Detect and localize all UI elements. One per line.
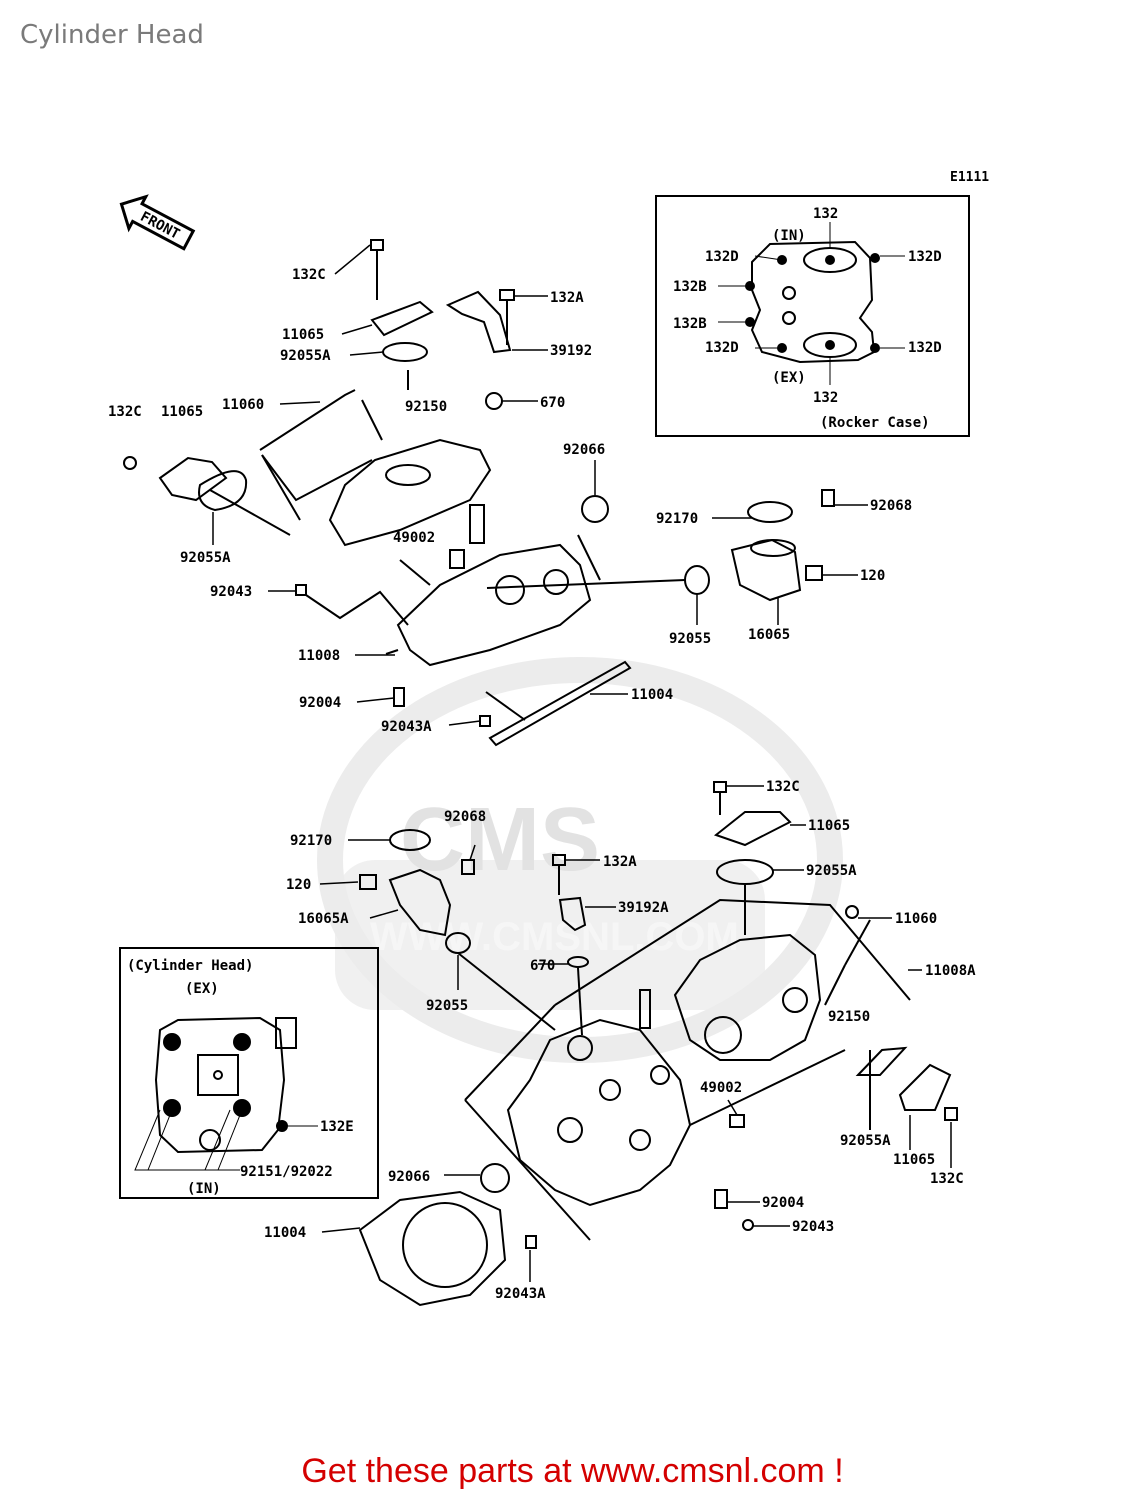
callout-132a-a: 132A xyxy=(550,290,584,306)
page-title: Cylinder Head xyxy=(20,20,204,50)
callout-92055a-a: 92055A xyxy=(280,348,331,364)
callout-92043a-a: 92043A xyxy=(381,719,432,735)
callout-670-b: 670 xyxy=(530,958,555,974)
callout-132c-d: 132C xyxy=(930,1171,964,1187)
callout-120-a: 120 xyxy=(860,568,885,584)
callout-11065-d: 11065 xyxy=(893,1152,935,1168)
callout-11065-b: 11065 xyxy=(161,404,203,420)
callout-49002-a: 49002 xyxy=(393,530,435,546)
callout-670-a: 670 xyxy=(540,395,565,411)
callout-132d-3: 132D xyxy=(705,340,739,356)
callout-92150-b: 92150 xyxy=(828,1009,870,1025)
callout-92066-b: 92066 xyxy=(388,1169,430,1185)
callout-11065-a: 11065 xyxy=(282,327,324,343)
callout-49002-b: 49002 xyxy=(700,1080,742,1096)
upper-callouts: 132C 132A 11065 39192 92055A 11060 92150… xyxy=(108,267,912,735)
diagram-code: E1111 xyxy=(950,170,989,185)
callout-92151-92022: 92151/92022 xyxy=(240,1164,333,1180)
callout-11004-b: 11004 xyxy=(264,1225,306,1241)
rocker-case-caption: (Rocker Case) xyxy=(820,415,930,431)
callout-39192a: 39192A xyxy=(618,900,669,916)
callout-92170-a: 92170 xyxy=(656,511,698,527)
callout-92170-b: 92170 xyxy=(290,833,332,849)
callout-16065: 16065 xyxy=(748,627,790,643)
callout-92004-a: 92004 xyxy=(299,695,341,711)
upper-assembly xyxy=(123,239,835,747)
rocker-case-inset: 132 (IN) 132D 132D 132B 132B 132D 132D (… xyxy=(655,195,970,437)
callout-92055a-b: 92055A xyxy=(180,550,231,566)
callout-92043-a: 92043 xyxy=(210,584,252,600)
cylinder-head-ex-label: (EX) xyxy=(185,981,219,997)
callout-11008: 11008 xyxy=(298,648,340,664)
callout-92068-a: 92068 xyxy=(870,498,912,514)
callout-132-bottom: 132 xyxy=(813,390,838,406)
callout-132b-1: 132B xyxy=(673,279,707,295)
lower-assembly xyxy=(358,781,958,1307)
callout-92004-b: 92004 xyxy=(762,1195,804,1211)
callout-132c-c: 132C xyxy=(766,779,800,795)
cylinder-head-caption: (Cylinder Head) xyxy=(127,958,253,974)
callout-39192: 39192 xyxy=(550,343,592,359)
rocker-in-label: (IN) xyxy=(772,228,806,244)
watermark-url: WWW.CMSNL.COM xyxy=(370,915,739,959)
callout-92055a-c: 92055A xyxy=(806,863,857,879)
callout-132d-4: 132D xyxy=(908,340,942,356)
callout-16065a: 16065A xyxy=(298,911,349,927)
callout-92066-a: 92066 xyxy=(563,442,605,458)
callout-92150-a: 92150 xyxy=(405,399,447,415)
callout-92055-a: 92055 xyxy=(669,631,711,647)
callout-92068-b: 92068 xyxy=(444,809,486,825)
callout-11065-c: 11065 xyxy=(808,818,850,834)
callout-11008a: 11008A xyxy=(925,963,976,979)
callout-11060-a: 11060 xyxy=(222,397,264,413)
rocker-ex-label: (EX) xyxy=(772,370,806,386)
callout-92043-b: 92043 xyxy=(792,1219,834,1235)
callout-132d-2: 132D xyxy=(908,249,942,265)
callout-132c-a: 132C xyxy=(292,267,326,283)
callout-92043a-b: 92043A xyxy=(495,1286,546,1302)
watermark-logo: CMS WWW.CMSNL.COM xyxy=(317,657,843,1063)
callout-11060-b: 11060 xyxy=(895,911,937,927)
cylinder-head-in-label: (IN) xyxy=(187,1181,221,1197)
label-leaders xyxy=(212,244,952,1282)
get-parts-link[interactable]: Get these parts at www.cmsnl.com ! xyxy=(301,1452,844,1490)
cylinder-head-inset: (Cylinder Head) (EX) 132E 92151/92022 (I… xyxy=(119,947,379,1199)
watermark-text: CMS xyxy=(400,790,600,890)
callout-132b-2: 132B xyxy=(673,316,707,332)
lower-callouts: 132C 11065 92068 92170 132A 92055A 120 3… xyxy=(264,779,976,1302)
callout-120-b: 120 xyxy=(286,877,311,893)
callout-92055-b: 92055 xyxy=(426,998,468,1014)
front-arrow-icon: FRONT xyxy=(119,194,196,251)
callout-132d-1: 132D xyxy=(705,249,739,265)
callout-132e: 132E xyxy=(320,1119,354,1135)
callout-92055a-d: 92055A xyxy=(840,1133,891,1149)
callout-132-top: 132 xyxy=(813,206,838,222)
callout-11004-a: 11004 xyxy=(631,687,673,703)
callout-132a-b: 132A xyxy=(603,854,637,870)
callout-132c-b: 132C xyxy=(108,404,142,420)
